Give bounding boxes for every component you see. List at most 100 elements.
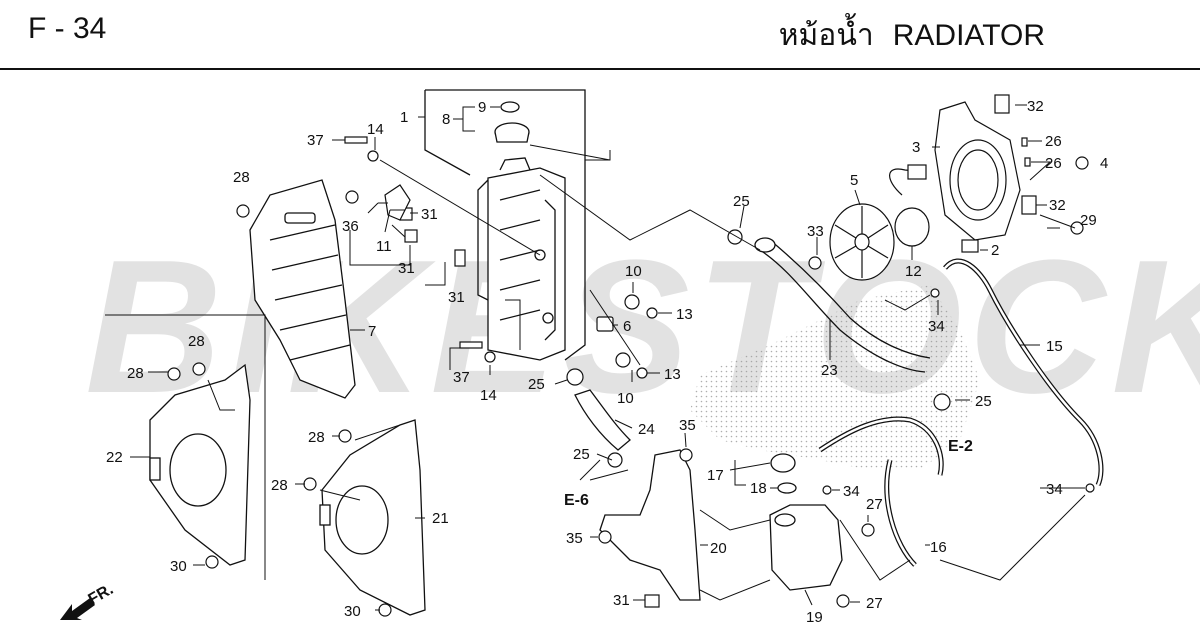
callout-21: 21 (432, 510, 449, 527)
callout-18: 18 (750, 480, 767, 497)
lower-radiator-hose (574, 389, 631, 451)
grommet-10-top (624, 294, 640, 310)
clip-34-mid (822, 485, 832, 495)
callout-17: 17 (707, 467, 724, 484)
callout-14-top: 14 (367, 121, 384, 138)
bolt-36 (345, 190, 359, 204)
callout-25-upper: 25 (733, 193, 750, 210)
callout-13-top: 13 (676, 306, 693, 323)
bolt-35-top (679, 448, 693, 462)
radiator-cap (494, 101, 530, 143)
bolt-37-bottom (459, 341, 483, 349)
cooling-fan (829, 203, 895, 281)
washer-14-bottom (484, 351, 496, 363)
callout-31-lower: 31 (398, 260, 415, 277)
bolt-28-shroud (236, 204, 250, 218)
clamp-25-right (933, 393, 951, 411)
bolt-37-top (344, 136, 368, 144)
bolt-28-d (303, 477, 317, 491)
leader-lines (105, 104, 1086, 611)
callout-16: 16 (930, 539, 947, 556)
callout-35-top: 35 (679, 417, 696, 434)
frame-silhouette (690, 285, 980, 470)
callout-37-bottom: 37 (453, 369, 470, 386)
callout-9: 9 (478, 99, 486, 116)
clip-31-bottom (644, 594, 660, 608)
bolt-27-top (861, 523, 875, 537)
fan-motor (889, 164, 930, 247)
callout-26-top: 26 (1045, 133, 1062, 150)
clamp-25-upper (727, 229, 743, 245)
callout-27-top: 27 (866, 496, 883, 513)
callout-29: 29 (1080, 212, 1097, 229)
page-header: F - 34 หม้อน้ำ RADIATOR (0, 0, 1200, 70)
clip-34-top (930, 288, 940, 298)
hardware-parts (167, 94, 1095, 617)
collar-26-bottom (1024, 157, 1031, 167)
callout-25-left: 25 (573, 446, 590, 463)
callout-19: 19 (806, 609, 823, 626)
reserve-tank-cap (770, 453, 797, 494)
collar-26-top (1021, 137, 1028, 147)
right-radiator-guard (319, 419, 426, 616)
callout-2: 2 (991, 242, 999, 259)
front-arrow-icon (60, 598, 95, 620)
diagram-title: หม้อน้ำ RADIATOR (779, 12, 1045, 59)
callout-37-top: 37 (307, 132, 324, 149)
callout-22: 22 (106, 449, 123, 466)
callout-28-right-top: 28 (308, 429, 325, 446)
collar-13-top (646, 307, 658, 319)
diagram-code: F - 34 (28, 12, 107, 45)
callout-7: 7 (368, 323, 376, 340)
callout-28-guard-top: 28 (188, 333, 205, 350)
nut-33 (808, 256, 822, 270)
radiator-shroud (249, 179, 356, 399)
grommet-10-bottom (615, 352, 631, 368)
callout-31-mid: 31 (448, 289, 465, 306)
callout-20: 20 (710, 540, 727, 557)
screw-30-left (205, 555, 219, 569)
callout-25-right: 25 (975, 393, 992, 410)
callout-12: 12 (905, 263, 922, 280)
callout-28-shroud: 28 (233, 169, 250, 186)
callout-31-top: 31 (421, 206, 438, 223)
callout-23: 23 (821, 362, 838, 379)
clamp-25-lower (566, 368, 584, 386)
screw-30-right (378, 603, 392, 617)
rubber-6 (596, 316, 614, 332)
callout-26-bottom: 26 (1045, 155, 1062, 172)
reserve-tank-bracket (599, 449, 701, 601)
callout-32-bottom: 32 (1049, 197, 1066, 214)
callout-34-top: 34 (928, 318, 945, 335)
left-radiator-guard (149, 363, 251, 566)
bolt-27-bottom (836, 594, 850, 608)
clamp-25-left (607, 452, 623, 468)
fan-shroud (934, 101, 1021, 241)
bolt-4 (1075, 156, 1089, 170)
reference-e6: E-6 (564, 492, 589, 509)
callout-6: 6 (623, 318, 631, 335)
callout-10-bottom: 10 (617, 390, 634, 407)
bolt-29 (1070, 221, 1084, 235)
washer-14-top (367, 150, 379, 162)
diagram-title-english: RADIATOR (892, 19, 1045, 52)
callout-27-bottom: 27 (866, 595, 883, 612)
bolt-28-a (192, 362, 206, 376)
callout-25-lower: 25 (528, 376, 545, 393)
clip-32-bottom (1021, 195, 1037, 215)
callout-3: 3 (912, 139, 920, 156)
reserve-tank (769, 504, 843, 591)
callout-13-bottom: 13 (664, 366, 681, 383)
callout-34-mid: 34 (843, 483, 860, 500)
callout-28-right-left: 28 (271, 477, 288, 494)
callout-5: 5 (850, 172, 858, 189)
callout-11: 11 (376, 238, 392, 255)
callout-30-left: 30 (170, 558, 187, 575)
callout-10-top: 10 (625, 263, 642, 280)
callout-15: 15 (1046, 338, 1063, 355)
bolt-28-c (338, 429, 352, 443)
clip-31-mid (454, 249, 466, 267)
diagram-title-thai: หม้อน้ำ (778, 18, 874, 53)
callout-34-right: 34 (1046, 481, 1063, 498)
